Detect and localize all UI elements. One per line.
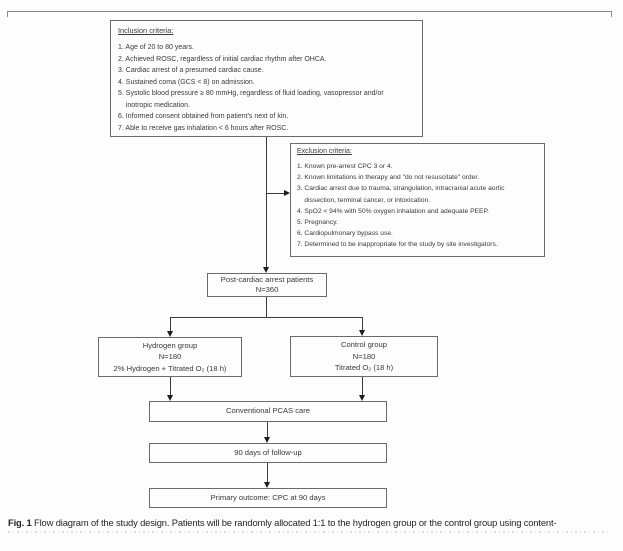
- pcas-box-label: Conventional PCAS care: [226, 406, 310, 416]
- cutoff-text-artifact: [8, 531, 608, 533]
- post-cardiac-patients-box: Post-cardiac arrest patients N=360: [207, 273, 327, 297]
- connector-branch-to-exclusion: [266, 193, 285, 194]
- followup-box-label: 90 days of follow-up: [234, 447, 302, 457]
- exclusion-item: 5. Pregnancy.: [297, 219, 338, 227]
- inclusion-item: 4. Sustained coma (GCS < 8) on admission…: [118, 78, 255, 86]
- figure-caption: Fig. 1 Flow diagram of the study design.…: [8, 517, 620, 529]
- inclusion-criteria-title: Inclusion criteria:: [118, 26, 174, 35]
- inclusion-item: 2. Achieved ROSC, regardless of initial …: [118, 55, 327, 63]
- arrowhead-into-outcome-box: [264, 482, 270, 488]
- exclusion-criteria-box: Exclusion criteria: 1. Known pre-arrest …: [290, 143, 545, 257]
- connector-pcas-to-followup: [267, 422, 268, 439]
- connector-control-to-pcas: [362, 377, 363, 396]
- top-rule-line: [7, 11, 612, 12]
- connector-split-to-hydrogen: [170, 317, 171, 332]
- exclusion-item: 4. SpO2 < 94% with 50% oxygen inhalation…: [297, 207, 489, 215]
- inclusion-item: 6. Informed consent obtained from patien…: [118, 113, 289, 120]
- arrowhead-into-pcas-left: [167, 395, 173, 401]
- connector-hydrogen-to-pcas: [170, 377, 171, 396]
- control-group-box: Control group N=180 Titrated O₂ (18 h): [290, 336, 438, 377]
- control-box-n: N=180: [352, 351, 376, 361]
- split-bar: [170, 317, 363, 318]
- exclusion-item: 1. Known pre-arrest CPC 3 or 4.: [297, 163, 393, 170]
- arrowhead-into-post-box: [263, 267, 269, 273]
- inclusion-item: 7. Able to receive gas inhalation < 6 ho…: [118, 124, 289, 132]
- top-rule-right-tick: [611, 11, 612, 17]
- inclusion-item: 5. Systolic blood pressure ≥ 80 mmHg, re…: [118, 90, 384, 109]
- exclusion-item: 2. Known limitations in therapy and "do …: [297, 174, 480, 182]
- top-rule-left-tick: [7, 11, 8, 17]
- figure-caption-label: Fig. 1: [8, 517, 32, 528]
- hydrogen-box-title: Hydrogen group: [142, 340, 198, 350]
- primary-outcome-box: Primary outcome: CPC at 90 days: [149, 488, 387, 508]
- hydrogen-group-box: Hydrogen group N=180 2% Hydrogen + Titra…: [98, 337, 242, 377]
- arrowhead-into-exclusion-box: [284, 190, 290, 196]
- figure-caption-text: Flow diagram of the study design. Patien…: [31, 517, 557, 528]
- control-box-intervention: Titrated O₂ (18 h): [334, 363, 394, 373]
- exclusion-item: 3. Cardiac arrest due to trauma, strangu…: [297, 185, 505, 204]
- hydrogen-box-intervention: 2% Hydrogen + Titrated O₂ (18 h): [113, 363, 227, 373]
- outcome-box-label: Primary outcome: CPC at 90 days: [210, 492, 326, 502]
- connector-split-to-control: [362, 317, 363, 331]
- post-box-line1: Post-cardiac arrest patients: [220, 275, 314, 284]
- exclusion-criteria-title: Exclusion criteria:: [297, 148, 352, 155]
- post-box-n: N=360: [255, 285, 279, 294]
- exclusion-item: 7. Determined to be inappropriate for th…: [297, 241, 498, 249]
- connector-post-to-split: [266, 297, 267, 318]
- control-box-title: Control group: [340, 340, 387, 350]
- inclusion-criteria-list: 1. Age of 20 to 80 years. 2. Achieved RO…: [118, 42, 418, 134]
- arrowhead-into-hydrogen-box: [167, 331, 173, 337]
- inclusion-item: 1. Age of 20 to 80 years.: [118, 44, 194, 51]
- inclusion-item: 3. Cardiac arrest of a presumed cardiac …: [118, 67, 264, 74]
- pcas-care-box: Conventional PCAS care: [149, 401, 387, 422]
- connector-followup-to-outcome: [267, 463, 268, 484]
- exclusion-criteria-list: 1. Known pre-arrest CPC 3 or 4. 2. Known…: [297, 161, 541, 251]
- connector-inclusion-to-post: [266, 137, 267, 268]
- hydrogen-box-n: N=180: [158, 352, 182, 362]
- arrowhead-into-control-box: [359, 330, 365, 336]
- arrowhead-into-followup-box: [264, 437, 270, 443]
- arrowhead-into-pcas-right: [359, 395, 365, 401]
- inclusion-criteria-box: Inclusion criteria: 1. Age of 20 to 80 y…: [110, 20, 423, 137]
- followup-box: 90 days of follow-up: [149, 443, 387, 463]
- exclusion-item: 6. Cardiopulmonary bypass use.: [297, 230, 393, 238]
